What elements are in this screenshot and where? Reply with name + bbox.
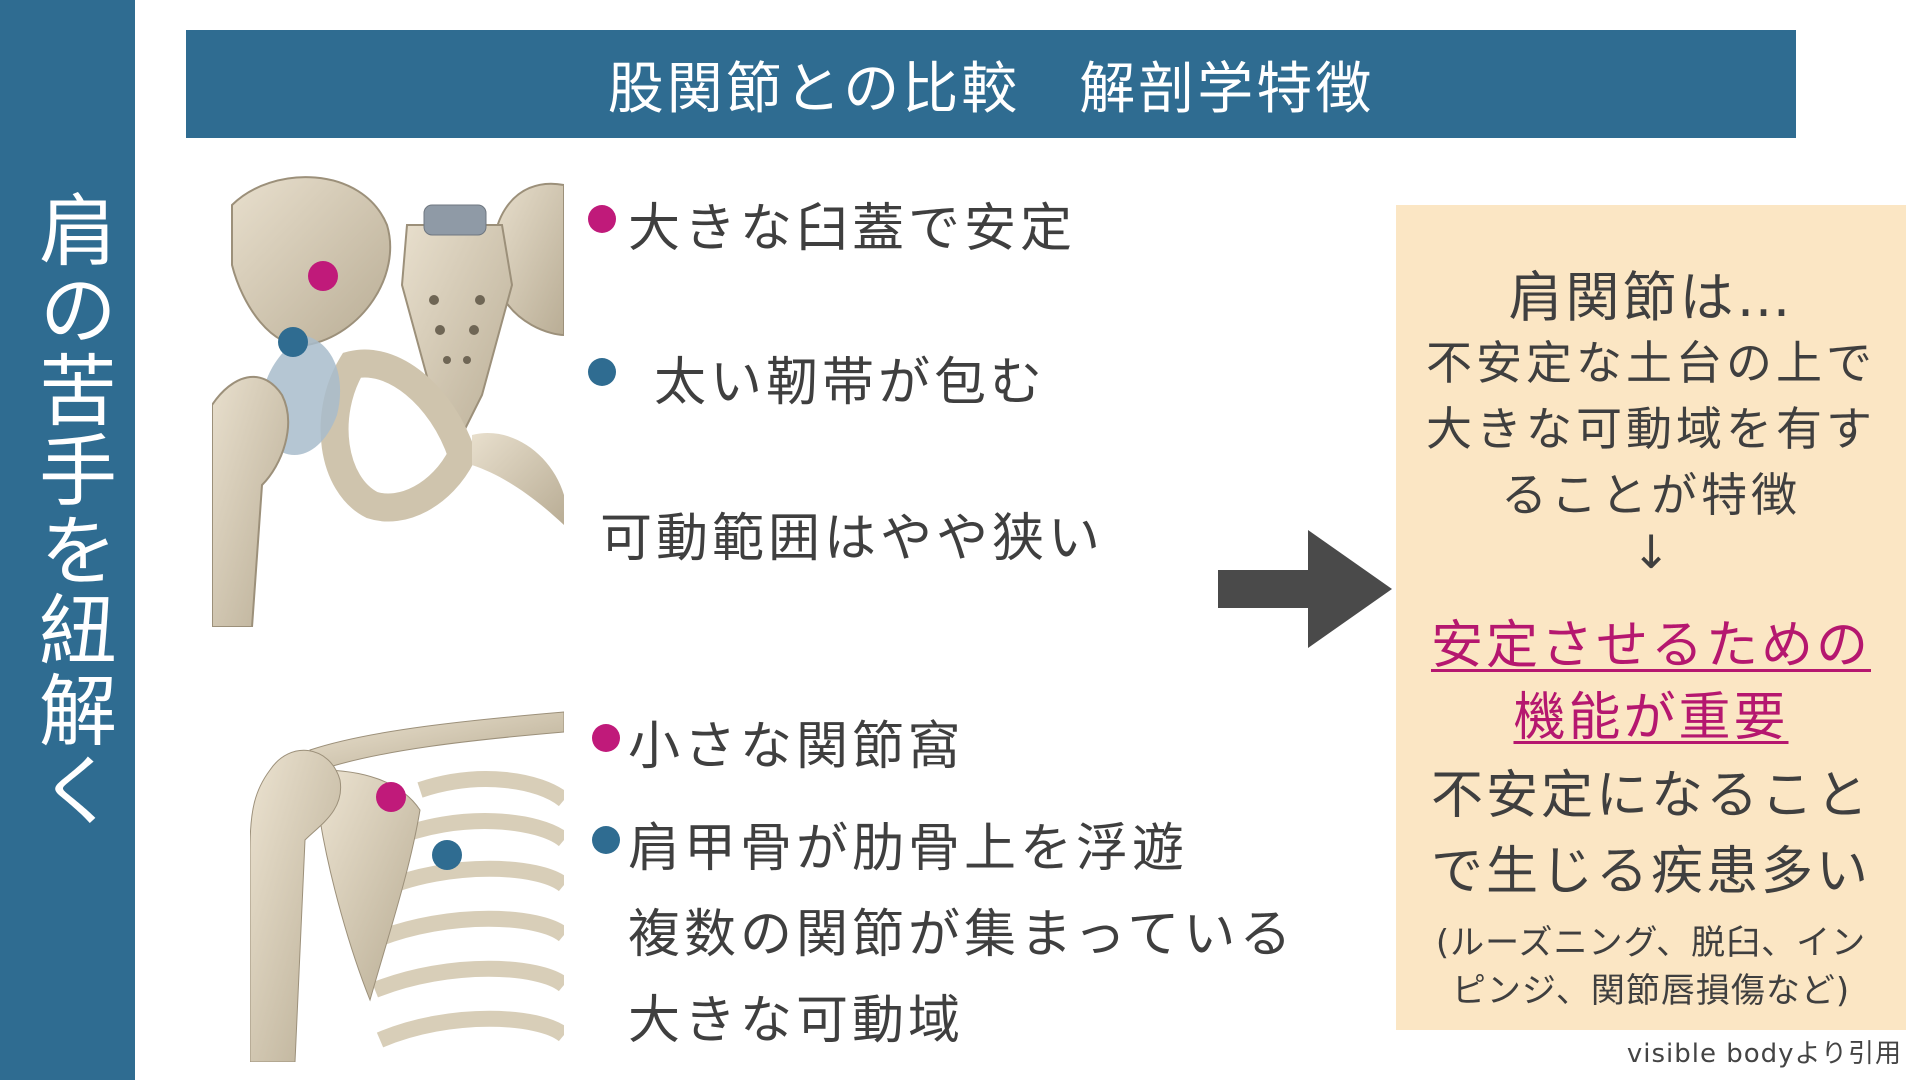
summary-box: 肩関節は… 不安定な土台の上で 大きな可動域を有す ることが特徴 ↓ 安定させる… xyxy=(1396,205,1906,1030)
summary-heading: 肩関節は… xyxy=(1508,266,1794,329)
right-arrow-icon xyxy=(1218,530,1392,648)
hip-bullet-2: 太い靭帯が包む xyxy=(654,353,1047,413)
header-bar: 股関節との比較 解剖学特徴 xyxy=(186,30,1796,138)
pink-marker-acetabulum xyxy=(308,261,338,291)
sidebar: 肩の苦手を紐解く xyxy=(0,0,135,1080)
pink-marker-glenoid xyxy=(376,782,406,812)
summary-highlight-1: 安定させるための xyxy=(1430,616,1871,676)
page-title: 股関節との比較 解剖学特徴 xyxy=(607,56,1375,122)
bullet-pink-icon xyxy=(592,724,620,752)
shoulder-bullet-1: 小さな関節窩 xyxy=(628,717,965,777)
shoulder-bullet-2: 肩甲骨が肋骨上を浮遊 xyxy=(628,819,1189,879)
bullet-pink-icon xyxy=(588,205,616,233)
shoulder-line-4: 大きな可動域 xyxy=(628,991,965,1051)
summary-highlight-2: 機能が重要 xyxy=(1513,688,1789,748)
shoulder-illustration xyxy=(250,700,564,1062)
summary-line-1: 不安定な土台の上で xyxy=(1426,336,1876,390)
summary-line-2: 大きな可動域を有す xyxy=(1426,402,1876,456)
bullet-blue-icon xyxy=(588,358,616,386)
down-arrow-icon: ↓ xyxy=(1631,525,1671,579)
pelvis-illustration xyxy=(212,165,564,627)
summary-note-2: ピンジ、関節唇損傷など) xyxy=(1451,971,1851,1011)
summary-line-4: 不安定になること xyxy=(1430,766,1871,826)
hip-bullet-1: 大きな臼蓋で安定 xyxy=(628,199,1077,259)
summary-line-5: で生じる疾患多い xyxy=(1430,842,1871,902)
blue-marker-scapula xyxy=(432,840,462,870)
summary-note-1: (ルーズニング、脱臼、イン xyxy=(1435,923,1867,963)
shoulder-line-3: 複数の関節が集まっている xyxy=(628,905,1296,965)
bullet-blue-icon xyxy=(592,826,620,854)
blue-marker-ligament xyxy=(278,327,308,357)
summary-line-3: ることが特徴 xyxy=(1501,468,1801,522)
hip-line-3: 可動範囲はやや狭い xyxy=(600,509,1105,569)
sidebar-title: 肩の苦手を紐解く xyxy=(26,190,116,830)
image-credit: visible bodyより引用 xyxy=(1626,1039,1902,1069)
